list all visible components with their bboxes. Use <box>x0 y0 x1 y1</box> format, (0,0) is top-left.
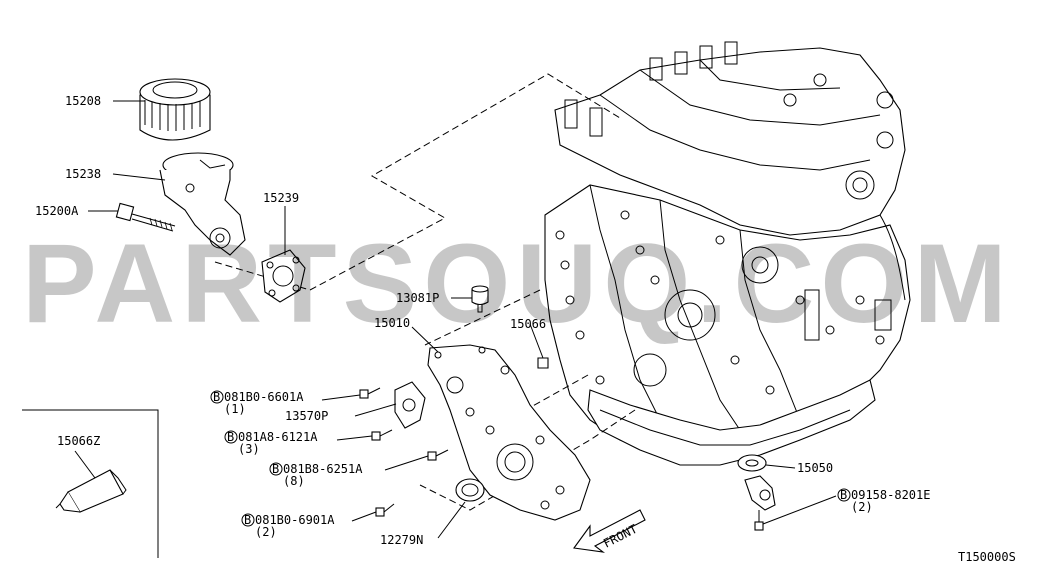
inset-box <box>22 409 159 558</box>
label-15066[interactable]: 15066 <box>510 317 546 331</box>
dowel-15066[interactable] <box>537 357 549 369</box>
bolt-081b0-6601a <box>359 387 381 399</box>
svg-text:(8): (8) <box>283 474 305 488</box>
svg-text:(3): (3) <box>238 442 260 456</box>
svg-text:081B0-6601A: 081B0-6601A <box>224 390 304 404</box>
bolt-callout-09158-8201e[interactable]: B 09158-8201E (2) <box>837 488 930 514</box>
bolt-callout-081b0-6901a[interactable]: B 081B0-6901A (2) <box>241 513 335 539</box>
circled-b-icon <box>210 390 224 404</box>
svg-text:B: B <box>272 462 279 476</box>
bolt-081b0-6901a <box>375 503 395 517</box>
bolt-callout-081b0-6601a[interactable]: B 081B0-6601A (1) <box>210 390 304 416</box>
front-arrow-icon <box>573 509 646 553</box>
bolt-09158-8201e <box>754 510 764 531</box>
svg-text:09158-8201E: 09158-8201E <box>851 488 930 502</box>
bolt-081b8-6251a <box>427 449 449 461</box>
label-15066z[interactable]: 15066Z <box>57 434 100 448</box>
svg-text:B: B <box>227 430 234 444</box>
svg-text:B: B <box>840 488 847 502</box>
label-15200a[interactable]: 15200A <box>35 204 79 218</box>
watermark-text: PARTSOUQ.COM <box>22 221 1013 346</box>
label-13081p[interactable]: 13081P <box>396 291 439 305</box>
label-15208[interactable]: 15208 <box>65 94 101 108</box>
label-15010[interactable]: 15010 <box>374 316 410 330</box>
label-15050[interactable]: 15050 <box>797 461 833 475</box>
svg-text:081B8-6251A: 081B8-6251A <box>283 462 363 476</box>
oil-filter-bracket[interactable] <box>159 152 246 256</box>
oil-pump-assembly[interactable] <box>427 344 591 521</box>
oil-strainer[interactable] <box>737 454 776 511</box>
gasket-13570p[interactable] <box>394 381 426 429</box>
svg-text:081B0-6901A: 081B0-6901A <box>255 513 335 527</box>
bolt-callout-081a8-6121a[interactable]: B 081A8-6121A (3) <box>224 430 318 456</box>
oil-filter[interactable] <box>139 78 211 141</box>
circled-b-icon <box>241 513 255 527</box>
front-oil-seal[interactable] <box>455 478 485 502</box>
oil-pressure-switch[interactable] <box>471 285 489 313</box>
bolt-callout-081b8-6251a[interactable]: B 081B8-6251A (8) <box>269 462 363 488</box>
gasket-15239[interactable] <box>261 249 306 303</box>
label-12279n[interactable]: 12279N <box>380 533 423 547</box>
engine-assembly[interactable] <box>544 41 911 466</box>
sealant-tube[interactable] <box>55 469 127 513</box>
circled-b-icon <box>269 462 283 476</box>
svg-text:(1): (1) <box>224 402 246 416</box>
bolt-081a8-6121a <box>371 429 393 441</box>
svg-text:(2): (2) <box>255 525 277 539</box>
svg-text:B: B <box>213 390 220 404</box>
diagram-code: T150000S <box>958 550 1016 564</box>
leader-lines <box>74 100 837 539</box>
label-15239[interactable]: 15239 <box>263 191 299 205</box>
svg-text:081A8-6121A: 081A8-6121A <box>238 430 318 444</box>
svg-text:(2): (2) <box>851 500 873 514</box>
svg-text:B: B <box>244 513 251 527</box>
circled-b-icon <box>837 488 851 502</box>
circled-b-icon <box>224 430 238 444</box>
label-15238[interactable]: 15238 <box>65 167 101 181</box>
label-13570p[interactable]: 13570P <box>285 409 328 423</box>
bolt-15200a[interactable] <box>115 202 176 232</box>
